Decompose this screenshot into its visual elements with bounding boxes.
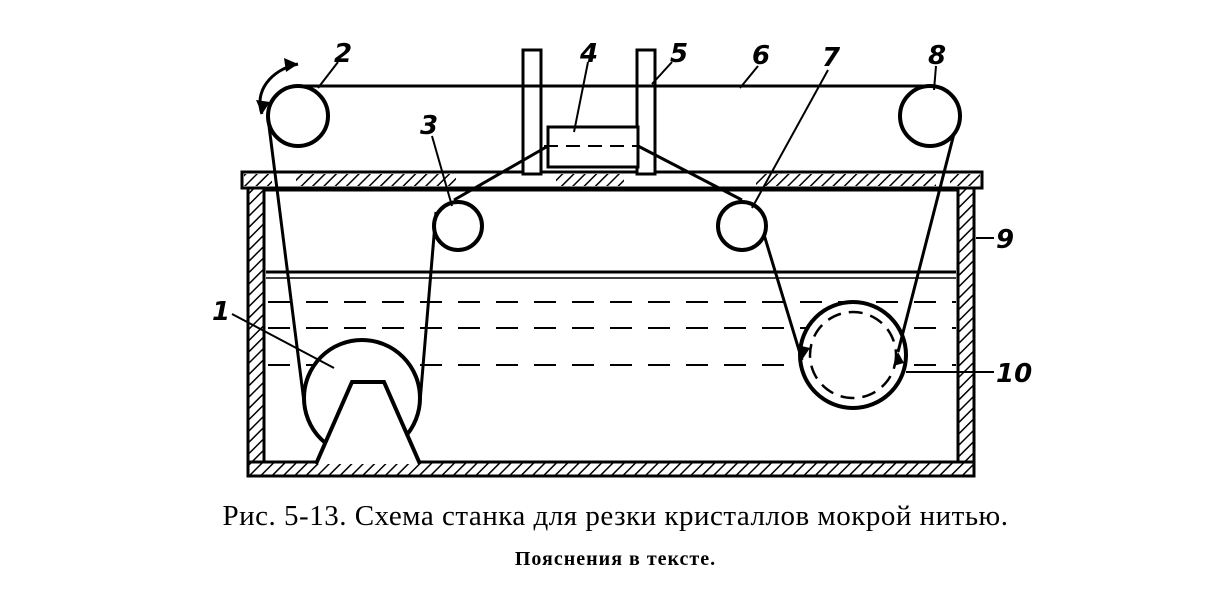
pulley-3: [432, 200, 484, 252]
label-5: 5: [670, 39, 688, 69]
spool-10-outer: [798, 300, 908, 410]
label-10: 10: [996, 359, 1032, 389]
arrow-right-spool10-icon: [893, 352, 904, 366]
tank: [246, 186, 976, 478]
wire-10-to-8: [896, 117, 960, 353]
label-1: 1: [212, 297, 230, 327]
label-3: 3: [420, 111, 438, 141]
crystal-holder: [521, 48, 657, 176]
top-plate: [240, 170, 984, 190]
label-6: 6: [752, 41, 770, 71]
spool-1: [302, 338, 422, 465]
pulley-2: [266, 84, 330, 148]
tank-right-wall: [956, 186, 976, 478]
top-plate-hatch-4: [756, 174, 936, 186]
arrow-left-spool10-icon: [797, 345, 810, 360]
spool-1-stand: [314, 380, 422, 465]
post-left: [521, 48, 543, 176]
wire: [266, 84, 960, 403]
top-plate-hatch-left: [244, 174, 272, 186]
label-7: 7: [822, 43, 841, 73]
wire-crystal-to-7: [637, 144, 743, 202]
tank-bottom: [246, 460, 976, 478]
spool-10: [798, 300, 908, 410]
label-9: 9: [996, 225, 1014, 255]
wire-3-to-crystal: [453, 144, 549, 202]
rotation-arrow-icon: [256, 58, 299, 115]
figure-subcaption: Пояснения в тексте.: [514, 548, 717, 570]
spool-10-inner-dashed: [808, 310, 898, 400]
wire-7-to-10: [760, 227, 804, 361]
machine-diagram: 1 2 3 4 5 6 7 8 9 10: [212, 39, 1032, 478]
figure-caption: Рис. 5-13. Схема станка для резки криста…: [222, 500, 1009, 532]
top-plate-hatch-right: [950, 174, 980, 186]
label-2: 2: [334, 39, 352, 69]
wire-1-to-3: [418, 211, 438, 403]
post-right: [635, 48, 657, 176]
top-plate-hatch-2: [296, 174, 456, 186]
tank-left-wall: [246, 186, 266, 478]
pulley-7: [716, 200, 768, 252]
pulleys: [266, 84, 962, 252]
leader-lines: [231, 61, 994, 373]
pulley-8: [898, 84, 962, 148]
label-4: 4: [579, 39, 598, 69]
top-plate-hatch-center: [556, 174, 624, 186]
wire-2-to-1: [266, 117, 306, 403]
label-8: 8: [928, 41, 946, 71]
